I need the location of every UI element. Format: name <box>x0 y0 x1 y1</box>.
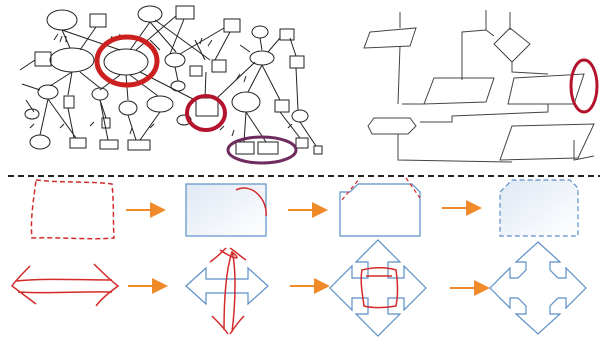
blue-double-arrow <box>185 266 269 306</box>
cut-corner-rectangle <box>339 183 421 237</box>
flowchart-terminal <box>367 117 417 135</box>
flowchart-parallelogram-mid <box>423 77 495 105</box>
sketch-flowchart <box>363 10 599 163</box>
highlight-ellipse-bottom <box>226 135 298 165</box>
arrow-row <box>10 239 587 337</box>
highlight-circle-large <box>94 34 160 88</box>
red-cut-right <box>405 177 421 199</box>
dashed-cut-corner-rectangle <box>499 179 579 237</box>
rectangle-row <box>30 177 579 240</box>
flowchart-highlight <box>569 58 599 114</box>
red-shaft-bottom <box>17 291 113 294</box>
flowchart-diamond <box>493 27 531 63</box>
red-arrowhead-right <box>93 263 120 307</box>
flowchart-parallelogram-bottom <box>499 123 595 161</box>
highlight-circle-small <box>185 94 227 132</box>
red-stroke-corner <box>235 187 267 217</box>
red-vertical-stroke <box>209 247 247 335</box>
sketch-graph <box>19 5 323 165</box>
blue-octagonal-four-way-arrow <box>489 241 587 335</box>
flowchart-parallelogram-top <box>363 27 417 49</box>
red-shaft-top <box>15 278 113 282</box>
red-cut-left <box>341 177 361 201</box>
red-square-sketch <box>360 266 399 309</box>
blue-rectangle <box>185 183 267 237</box>
blue-four-way-arrow <box>329 239 427 337</box>
red-dashed-rectangle-sketch <box>30 179 115 240</box>
red-arrowhead-left <box>10 265 37 305</box>
